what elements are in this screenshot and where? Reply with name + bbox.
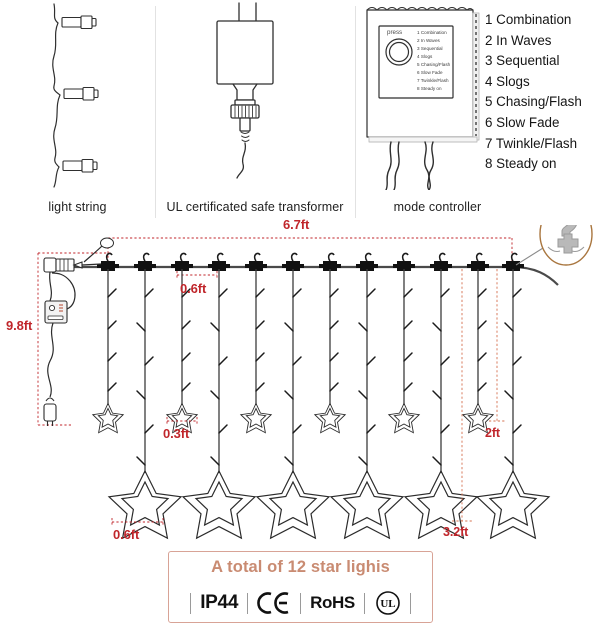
certification-box: A total of 12 star lighis IP44 RoHS UL [168, 551, 433, 623]
panel-mode-controller: press 1 Combination 2 In Waves 3 Sequent… [355, 0, 600, 225]
dim-overall-width: 6.7ft [283, 217, 310, 232]
dim-overall-height: 9.8ft [6, 318, 33, 333]
badge-separator [300, 592, 302, 614]
svg-text:6 Slow Fade: 6 Slow Fade [417, 70, 443, 75]
svg-text:7 Twinkle/Flash: 7 Twinkle/Flash [417, 78, 449, 83]
large-star [255, 469, 331, 540]
light-string-illustration [52, 3, 99, 188]
badge-separator [247, 592, 249, 614]
ul-icon: UL [375, 591, 400, 615]
dim-large-star-drop: 3.2ft [443, 525, 469, 539]
curtain-svg [37, 202, 593, 540]
hanger [97, 252, 524, 271]
transformer-illustration [216, 2, 274, 179]
badge-separator [190, 592, 192, 614]
ce-icon [257, 592, 289, 614]
badge-ce [248, 591, 300, 615]
curtain-light-diagram: 6.7ft 9.8ft 0.6ft 0.3ft 0.6ft 2ft 3.2ft [0, 202, 600, 545]
mode-controller-illustration: press 1 Combination 2 In Waves 3 Sequent… [366, 7, 480, 190]
svg-text:3 Sequential: 3 Sequential [417, 46, 443, 51]
panel-divider-2 [355, 6, 356, 218]
dim-small-star-size: 0.3ft [163, 426, 190, 441]
panel-transformer: UL certificated safe transformer [155, 0, 355, 225]
badge-rohs: RoHS [310, 593, 355, 612]
mode-item-5: 5 Chasing/Flash [485, 94, 582, 110]
dim-large-star-size: 0.6ft [113, 527, 140, 542]
drop-dimension-guides [452, 269, 505, 522]
large-star [403, 469, 479, 540]
mode-item-8: 8 Steady on [485, 156, 557, 172]
panel-caption-mode-controller: mode controller [393, 200, 482, 214]
mode-item-6: 6 Slow Fade [485, 114, 560, 130]
large-star [475, 469, 551, 540]
panel-caption-light-string: light string [48, 200, 107, 214]
dim-hanger-spacing: 0.6ft [180, 281, 207, 296]
cert-badge-row: IP44 RoHS UL [169, 586, 432, 620]
svg-text:2 In Waves: 2 In Waves [417, 38, 441, 43]
svg-text:1 Combination: 1 Combination [417, 30, 447, 35]
inline-control-box [44, 300, 68, 324]
panel-divider-1 [155, 6, 156, 218]
led-bulb [61, 15, 97, 30]
plug [43, 397, 57, 426]
star-drops [91, 269, 551, 540]
drop-short [91, 269, 495, 434]
mode-item-2: 2 In Waves [485, 32, 552, 48]
component-panels: light string [0, 0, 600, 225]
mode-list: 1 Combination 2 In Waves 3 Sequential 4 … [485, 10, 600, 175]
star-dimension-guides [111, 417, 198, 526]
mode-item-4: 4 Slogs [485, 73, 530, 89]
small-star [165, 402, 199, 434]
power-assembly [43, 237, 114, 426]
svg-text:UL: UL [380, 598, 395, 610]
mode-item-1: 1 Combination [485, 12, 572, 27]
badge-ip44: IP44 [200, 592, 239, 613]
small-star [461, 402, 495, 434]
badge-ul: UL [366, 590, 410, 616]
svg-text:5 Chasing/Flash: 5 Chasing/Flash [417, 62, 451, 67]
press-label: press [387, 29, 402, 36]
mode-item-3: 3 Sequential [485, 53, 560, 69]
led-bulb [63, 86, 99, 101]
small-star [91, 402, 125, 434]
hanger-group [97, 252, 524, 271]
panel-caption-transformer: UL certificated safe transformer [166, 200, 344, 214]
large-star [181, 469, 257, 540]
dim-small-star-drop: 2ft [485, 426, 500, 440]
badge-separator [363, 592, 365, 614]
small-star [313, 402, 347, 434]
cert-title: A total of 12 star lighis [211, 558, 390, 576]
badge-separator [409, 592, 411, 614]
drop-long [107, 269, 551, 540]
panel-light-string: light string [0, 0, 155, 225]
hook-callout [515, 202, 593, 266]
small-star [239, 402, 273, 434]
mode-item-7: 7 Twinkle/Flash [485, 135, 578, 151]
svg-text:4 Slogs: 4 Slogs [417, 54, 433, 59]
small-star [387, 402, 421, 434]
svg-text:8 Steady on: 8 Steady on [417, 86, 442, 91]
led-bulb [62, 158, 98, 173]
large-star [107, 469, 183, 540]
device-mode-list: 1 Combination 2 In Waves 3 Sequential 4 … [417, 30, 451, 91]
large-star [329, 469, 405, 540]
dimension-guides [37, 237, 513, 426]
